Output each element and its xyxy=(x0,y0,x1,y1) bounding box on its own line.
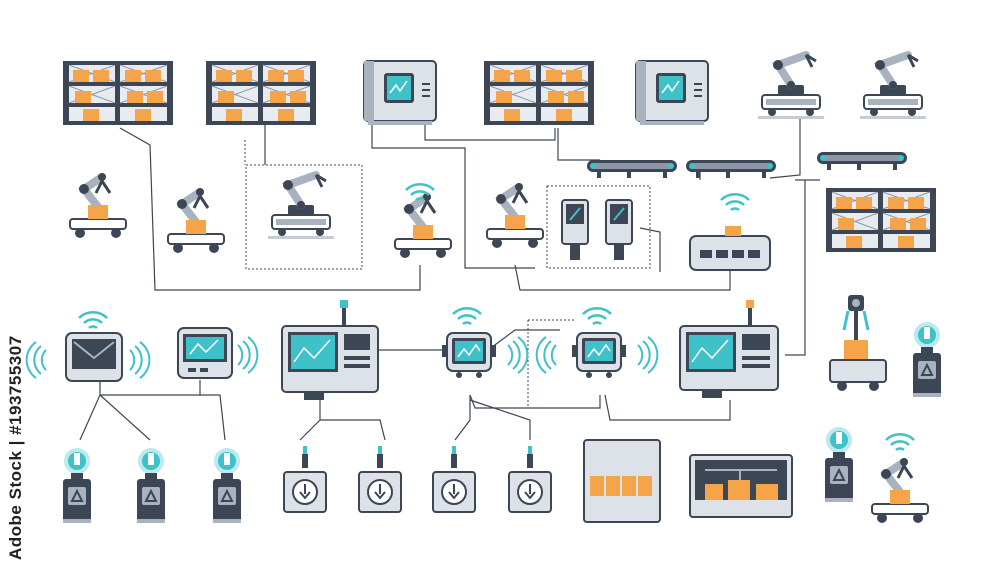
autonomous-robot-1 xyxy=(70,173,126,238)
storage-rack-4 xyxy=(825,187,937,253)
robot-arm-station xyxy=(268,175,334,239)
beacon-tower-4 xyxy=(212,447,242,524)
robotic-arm-cart-1 xyxy=(758,55,824,119)
beacon-tower-1 xyxy=(912,321,942,398)
control-cabinet-2 xyxy=(635,60,709,126)
packing-station xyxy=(689,454,793,518)
robotic-arm-cart-2 xyxy=(860,55,926,119)
delivery-robot xyxy=(872,433,928,523)
network-cables xyxy=(79,118,820,441)
beacon-tower-5 xyxy=(824,426,854,503)
beacon-tower-3 xyxy=(136,447,166,524)
robot-arm-cart-box-2 xyxy=(395,193,451,258)
graph-sensor-2 xyxy=(441,307,529,379)
control-cabinet-1 xyxy=(363,60,437,126)
power-socket-4 xyxy=(508,445,552,513)
dotted-links xyxy=(244,140,651,409)
conveyor-belt-2 xyxy=(686,160,776,178)
storage-rack-2 xyxy=(205,60,317,126)
box-storage-unit xyxy=(583,439,661,523)
graph-sensor-3 xyxy=(535,307,659,379)
scanner-terminals xyxy=(561,199,633,260)
monitor-station-2 xyxy=(679,300,779,398)
stock-watermark: Adobe Stock | #193755307 xyxy=(6,320,28,560)
power-socket-2 xyxy=(358,445,402,513)
storage-rack-1 xyxy=(62,60,174,126)
stock-id-text: Adobe Stock | #193755307 xyxy=(6,335,25,560)
beacon-tower-2 xyxy=(62,447,92,524)
graph-sensor-1 xyxy=(177,327,259,379)
robot-arm-cart-box-3 xyxy=(487,183,543,248)
conveyor-belt-3 xyxy=(817,152,907,170)
monitor-station-1 xyxy=(281,300,379,400)
storage-rack-3 xyxy=(483,60,595,126)
power-socket-1 xyxy=(283,445,327,513)
robot-arm-unit xyxy=(829,295,887,391)
power-socket-3 xyxy=(432,445,476,513)
conveyor-belt-1 xyxy=(587,160,677,178)
smart-hub-device xyxy=(689,193,771,271)
envelope-sensor xyxy=(25,311,151,382)
robot-arm-cart-box-1 xyxy=(168,188,224,253)
